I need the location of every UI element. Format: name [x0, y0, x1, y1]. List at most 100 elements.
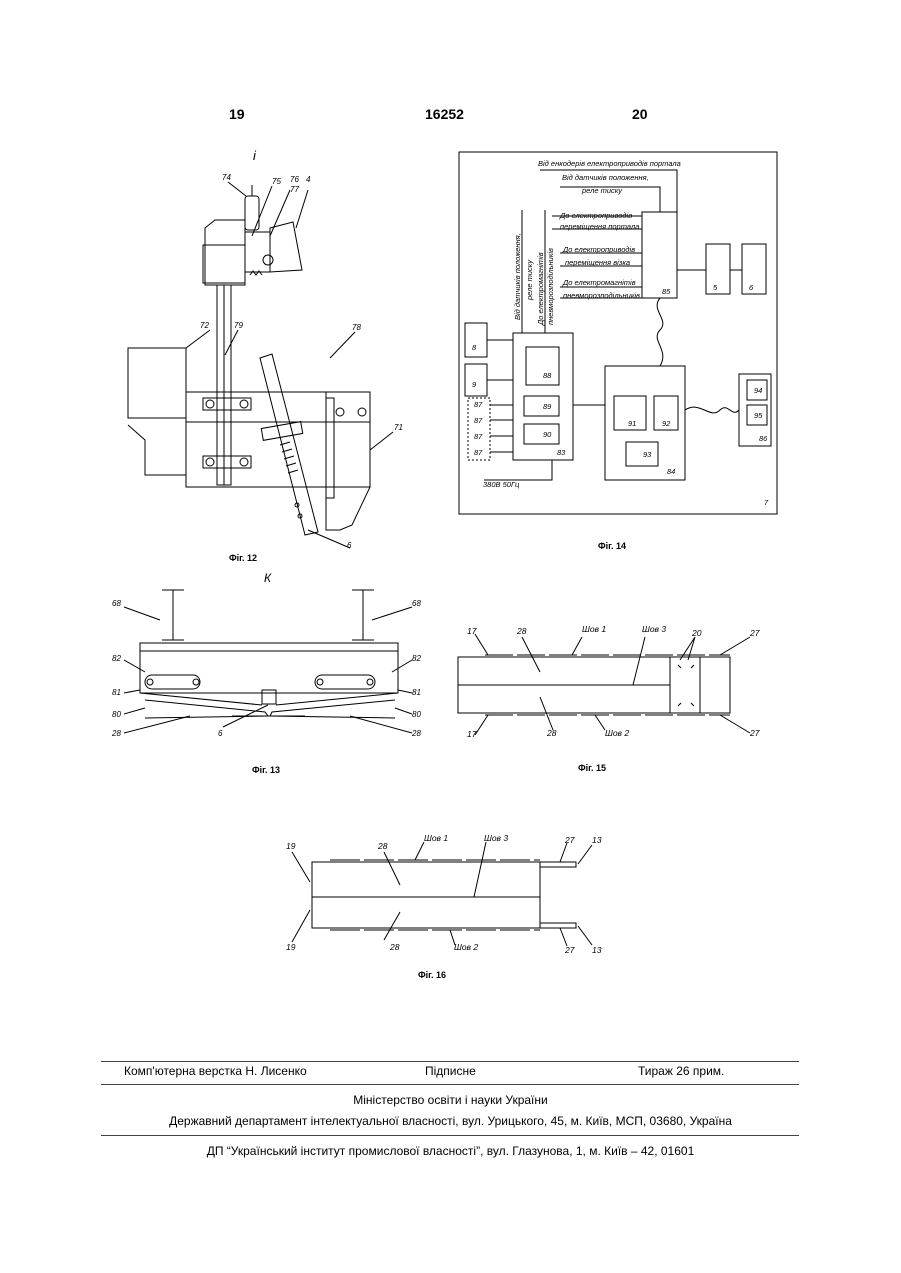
footer-department: Державний департамент інтелектуальної вл…: [0, 1114, 901, 1128]
label-6-fig13: 6: [218, 729, 223, 738]
label-87c: 87: [474, 432, 483, 441]
label-28-bottom-16: 28: [389, 942, 400, 952]
label-95: 95: [754, 411, 763, 420]
label-78: 78: [352, 323, 361, 332]
footer-circulation: Тираж 26 прим.: [638, 1064, 724, 1078]
signal-pressure: реле тиску: [581, 186, 623, 195]
label-80-right: 80: [412, 710, 421, 719]
vertical-sensors: Від датчиків положення,: [513, 233, 522, 320]
label-seam2-16: Шов 2: [454, 942, 478, 952]
signal-valves: пневморозподільників: [563, 291, 640, 300]
fig16-caption: Фіг. 16: [418, 970, 446, 980]
signal-electromagnets: До електромагнітів: [562, 278, 636, 287]
label-87a: 87: [474, 400, 483, 409]
label-5: 5: [713, 283, 718, 292]
fig15-labels: 17 28 Шов 1 Шов 3 20 27 17 28 Шов 2 27: [467, 624, 760, 739]
label-9: 9: [472, 380, 477, 389]
fig12-caption: Фіг. 12: [229, 553, 257, 563]
footer-divider-mid: [101, 1084, 799, 1085]
footer-institute: ДП “Український інститут промислової вла…: [0, 1144, 901, 1158]
label-20: 20: [691, 628, 702, 638]
label-28-bottom: 28: [546, 728, 557, 738]
vertical-valves: пневморозподільників: [546, 248, 555, 325]
fig13-labels: 68 68 82 82 81 81 80 80 28 28 6: [111, 599, 421, 738]
signal-portal-move: переміщення портала: [560, 222, 639, 231]
label-13-top: 13: [592, 835, 602, 845]
label-84: 84: [667, 467, 675, 476]
label-79: 79: [234, 321, 243, 330]
vertical-pressure: реле тиску: [525, 259, 534, 301]
label-90: 90: [543, 430, 552, 439]
label-seam1-16: Шов 1: [424, 833, 448, 843]
fig13-caption: Фіг. 13: [252, 765, 280, 775]
label-76: 76: [290, 175, 299, 184]
label-77: 77: [290, 185, 299, 194]
label-seam3-16: Шов 3: [484, 833, 508, 843]
label-81-left: 81: [112, 688, 121, 697]
footer-divider-top: [101, 1061, 799, 1062]
label-75: 75: [272, 177, 281, 186]
label-94: 94: [754, 386, 762, 395]
footer-divider-bottom: [101, 1135, 799, 1136]
label-27-bottom: 27: [749, 728, 760, 738]
label-68-left: 68: [112, 599, 121, 608]
footer-ministry: Міністерство освіти і науки України: [0, 1093, 901, 1107]
fig12-drawing: і: [128, 148, 393, 548]
label-83: 83: [557, 448, 566, 457]
label-80-left: 80: [112, 710, 121, 719]
label-seam3: Шов 3: [642, 624, 666, 634]
label-82-left: 82: [112, 654, 121, 663]
label-81-right: 81: [412, 688, 421, 697]
label-8: 8: [472, 343, 477, 352]
label-68-right: 68: [412, 599, 421, 608]
fig16-drawing: [292, 842, 592, 946]
fig14-drawing: [459, 152, 777, 514]
label-6b: 6: [749, 283, 754, 292]
signal-portal-drive: До електроприводів: [559, 211, 632, 220]
label-27-top: 27: [749, 628, 760, 638]
fig15-caption: Фіг. 15: [578, 763, 606, 773]
footer-signed: Підписне: [425, 1064, 476, 1078]
label-92: 92: [662, 419, 671, 428]
label-power: 380В 50Гц: [483, 480, 520, 489]
label-87b: 87: [474, 416, 483, 425]
fig14-caption: Фіг. 14: [598, 541, 626, 551]
fig12-labels: 74 75 76 77 4 72 79 78 71 6: [200, 173, 403, 550]
label-6: 6: [347, 541, 352, 550]
label-86: 86: [759, 434, 768, 443]
drawing-canvas: і: [0, 0, 901, 1000]
fig13-view-label: К: [264, 571, 272, 585]
signal-carriage-drive: До електроприводів: [562, 245, 635, 254]
label-28-top-16: 28: [377, 841, 388, 851]
signal-encoders: Від енкодерів електроприводів портала: [538, 159, 681, 168]
label-28-right: 28: [411, 729, 421, 738]
label-19-top: 19: [286, 841, 296, 851]
label-17-top: 17: [467, 626, 477, 636]
label-28-top: 28: [516, 626, 527, 636]
label-91: 91: [628, 419, 636, 428]
label-seam2: Шов 2: [605, 728, 629, 738]
label-89: 89: [543, 402, 552, 411]
signal-sensors: Від датчиків положення,: [562, 173, 649, 182]
footer-layout: Комп'ютерна верстка Н. Лисенко: [124, 1064, 307, 1078]
label-7: 7: [764, 498, 769, 507]
label-82-right: 82: [412, 654, 421, 663]
label-71: 71: [394, 423, 403, 432]
label-28-left: 28: [111, 729, 121, 738]
label-17-bottom: 17: [467, 729, 477, 739]
label-4: 4: [306, 175, 311, 184]
label-27-bottom-16: 27: [564, 945, 575, 955]
label-72: 72: [200, 321, 209, 330]
signal-carriage-move: переміщення візка: [565, 258, 630, 267]
label-93: 93: [643, 450, 652, 459]
vertical-electromagnets: До електромагнітів: [536, 252, 545, 326]
label-19-bottom: 19: [286, 942, 296, 952]
label-27-top-16: 27: [564, 835, 575, 845]
label-88: 88: [543, 371, 552, 380]
fig15-drawing: [458, 634, 750, 735]
fig13-drawing: К: [124, 571, 412, 733]
label-seam1: Шов 1: [582, 624, 606, 634]
label-13-bottom: 13: [592, 945, 602, 955]
label-87d: 87: [474, 448, 483, 457]
label-85: 85: [662, 287, 671, 296]
